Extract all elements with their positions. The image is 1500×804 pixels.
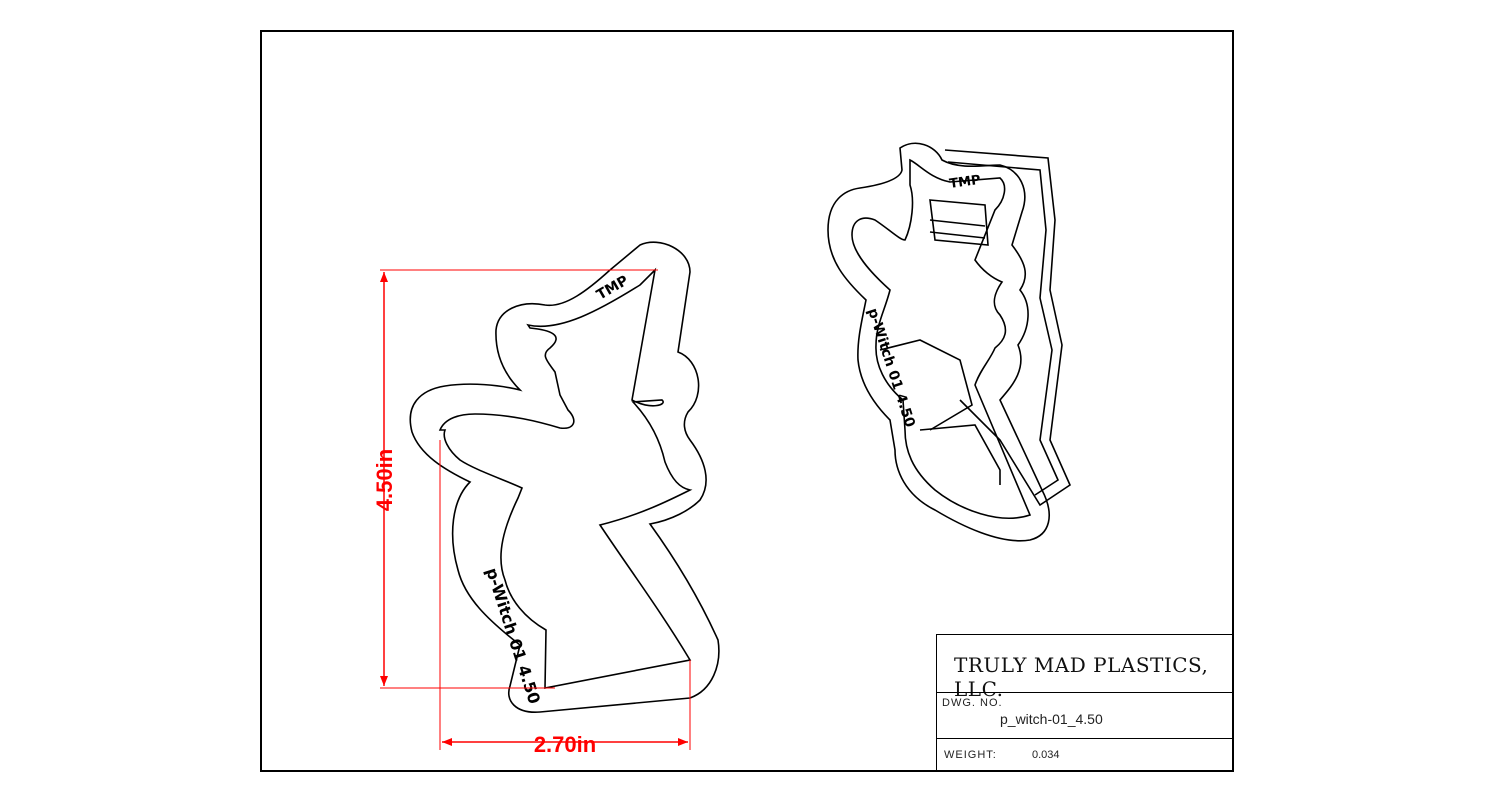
isometric-logo-engraving: TMP — [948, 173, 981, 192]
isometric-part-number-engraving: p-Witch 01 4.50 — [864, 306, 918, 429]
drawing-sheet-border — [260, 30, 1234, 772]
front-view-inner-outline — [438, 267, 693, 689]
front-part-number-engraving: p-Witch 01 4.50 — [482, 565, 544, 706]
width-dimension-label: 2.70in — [534, 732, 596, 757]
title-block-dwg-row: DWG. NO. p_witch-01_4.50 — [936, 692, 1234, 738]
front-view-outer-outline — [409, 241, 720, 713]
title-block-company-row: TRULY MAD PLASTICS, LLC. — [936, 634, 1234, 701]
title-block: TRULY MAD PLASTICS, LLC. DWG. NO. p_witc… — [936, 634, 1234, 772]
weight-value: 0.034 — [1032, 749, 1060, 761]
weight-label: WEIGHT: — [944, 749, 997, 761]
dwg-no-label: DWG. NO. — [942, 697, 1003, 709]
dwg-no-value: p_witch-01_4.50 — [1000, 711, 1103, 727]
height-dimension-label: 4.50in — [372, 449, 397, 511]
front-logo-engraving: TMP — [594, 273, 631, 304]
isometric-inner-outline — [851, 158, 1032, 519]
title-block-left-border — [936, 634, 937, 772]
isometric-view — [827, 142, 1072, 542]
title-block-weight-row: WEIGHT: 0.034 — [936, 738, 1234, 772]
isometric-outer-outline — [827, 142, 1050, 542]
company-name: TRULY MAD PLASTICS, LLC. — [954, 653, 1209, 701]
